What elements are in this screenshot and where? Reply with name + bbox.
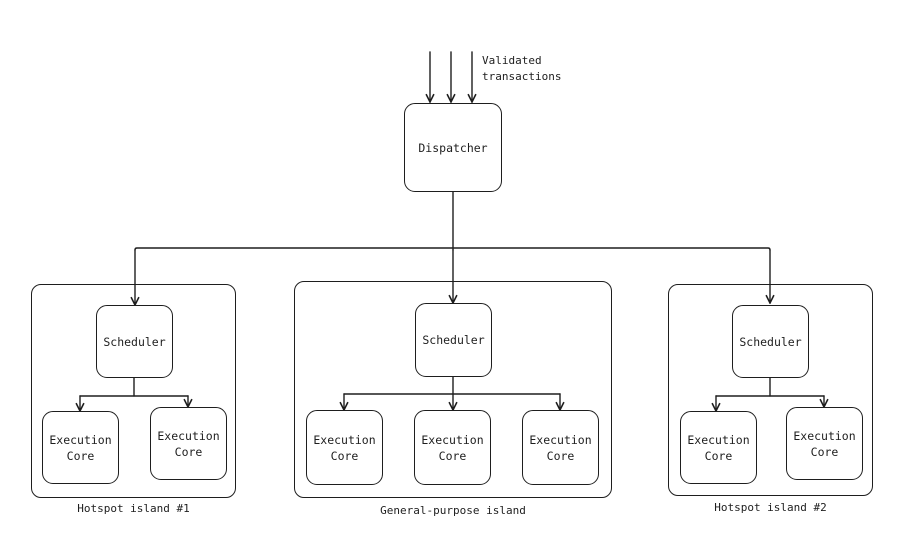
execution-core-node: Execution Core xyxy=(680,411,757,484)
island-frame-hotspot-1 xyxy=(31,284,236,498)
scheduler-node: Scheduler xyxy=(415,303,492,377)
execution-core-node: Execution Core xyxy=(306,410,383,485)
island-label: Hotspot island #2 xyxy=(714,501,827,514)
island-frame-hotspot-2 xyxy=(668,284,873,496)
scheduler-node: Scheduler xyxy=(732,305,809,378)
scheduler-node: Scheduler xyxy=(96,305,173,378)
island-frame-general-purpose xyxy=(294,281,612,498)
dispatcher-bus xyxy=(134,247,771,251)
island-label: General-purpose island xyxy=(380,504,526,517)
dispatcher-node: Dispatcher xyxy=(404,103,502,192)
island-label: Hotspot island #1 xyxy=(77,502,190,515)
execution-core-node: Execution Core xyxy=(150,407,227,480)
execution-core-node: Execution Core xyxy=(42,411,119,484)
input-label: Validated transactions xyxy=(482,54,562,83)
execution-core-node: Execution Core xyxy=(414,410,491,485)
execution-core-node: Execution Core xyxy=(522,410,599,485)
execution-core-node: Execution Core xyxy=(786,407,863,480)
